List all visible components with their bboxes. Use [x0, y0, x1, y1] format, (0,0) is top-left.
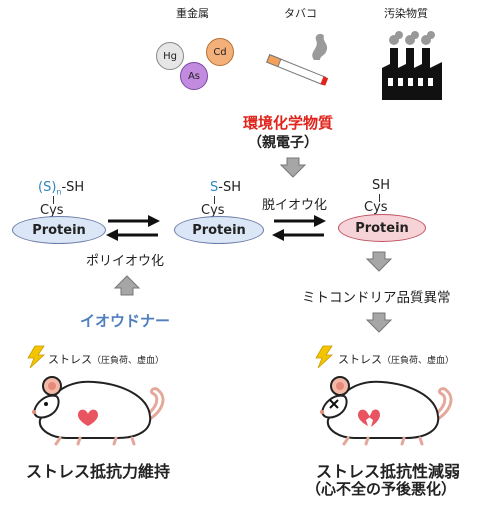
- left-stress-note: （圧負荷、虚血）: [92, 356, 165, 366]
- mid-sh-text: -SH: [218, 180, 241, 195]
- hg-circle: Hg: [156, 42, 184, 70]
- factory-icon: [382, 31, 442, 100]
- lightning-icon: [27, 345, 46, 369]
- outcome-prognosis: （心不全の予後悪化）: [306, 480, 457, 498]
- as-circle: As: [180, 62, 208, 90]
- as-label: As: [187, 70, 201, 82]
- chemicals-title: 環境化学物質: [243, 114, 334, 132]
- polysulfidation-label: ポリイオウ化: [86, 254, 165, 269]
- mid-s-text: S: [210, 180, 219, 195]
- left-stress: ストレス（圧負荷、虚血）: [48, 351, 164, 367]
- mito-label: ミトコンドリア品質異常: [302, 290, 451, 306]
- cigarette-icon: [266, 33, 329, 86]
- down-arrow-icon: [365, 251, 393, 272]
- heavy-metals-label: 重金属: [176, 7, 209, 20]
- right-stress-label: ストレス: [338, 353, 382, 366]
- depolysulfidation-label: 脱イオウ化: [262, 198, 328, 213]
- mid-protein: Protein: [174, 216, 264, 244]
- left-sulfur-group: (S)n-SH: [38, 180, 84, 197]
- right-equilibrium-arrows: [272, 215, 326, 241]
- right-stress: ストレス（圧負荷、虚血）: [338, 351, 454, 367]
- mid-protein-label: Protein: [192, 222, 246, 238]
- hg-label: Hg: [163, 50, 177, 62]
- lightning-icon: [315, 345, 334, 369]
- outcome-maintained: ストレス抵抗力維持: [26, 462, 171, 481]
- right-bond: [379, 194, 380, 202]
- smoke-shape: [312, 33, 328, 60]
- right-cys: Cys: [364, 200, 388, 215]
- right-protein: Protein: [338, 214, 426, 242]
- cd-circle: Cd: [206, 38, 234, 66]
- left-bond: [53, 196, 54, 204]
- mid-sulfur-group: S-SH: [210, 180, 241, 195]
- tobacco-label: タバコ: [284, 7, 317, 20]
- right-protein-label: Protein: [355, 220, 409, 236]
- right-stress-note: （圧負荷、虚血）: [382, 356, 455, 366]
- up-arrow-icon: [113, 275, 141, 296]
- down-arrow-icon: [365, 312, 393, 333]
- left-equilibrium-arrows: [106, 215, 160, 241]
- sulfur-donor-label: イオウドナー: [80, 312, 171, 330]
- outcome-reduced: ストレス抵抗性減弱: [316, 462, 461, 481]
- left-protein-label: Protein: [32, 222, 86, 238]
- right-sh: SH: [372, 178, 391, 193]
- healthy-mouse-icon: [32, 376, 165, 446]
- down-arrow-icon: [279, 157, 307, 178]
- pollutants-label: 汚染物質: [384, 7, 428, 20]
- left-sulfur-text: (S): [38, 180, 57, 195]
- chemicals-subtitle: （親電子）: [248, 135, 318, 151]
- left-sulfur-sub: n: [56, 187, 62, 197]
- mid-bond: [214, 196, 215, 204]
- left-sh-text: -SH: [61, 180, 85, 195]
- mid-cys: Cys: [201, 203, 225, 218]
- cd-label: Cd: [213, 46, 227, 58]
- broken-heart-icon: [358, 409, 380, 427]
- left-protein: Protein: [12, 216, 106, 244]
- sick-mouse-icon: [320, 376, 453, 446]
- left-cys: Cys: [40, 203, 64, 218]
- left-stress-label: ストレス: [48, 353, 92, 366]
